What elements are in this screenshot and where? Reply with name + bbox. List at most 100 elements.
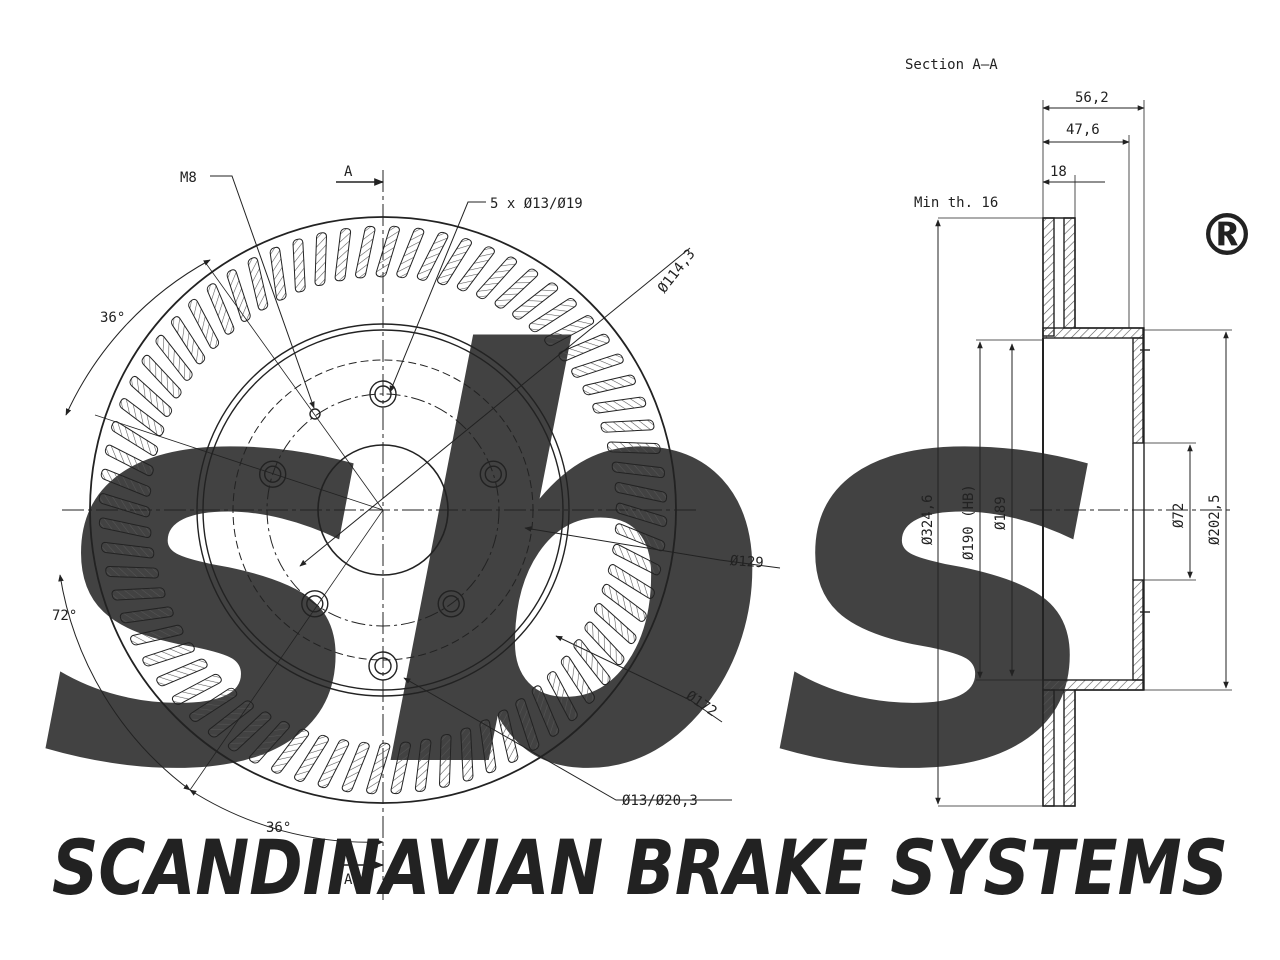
vent-slot — [456, 246, 495, 292]
dim-hat-depth: 47,6 — [1066, 122, 1100, 138]
vent-slot — [292, 238, 306, 293]
vent-slot — [334, 228, 352, 282]
vent-slot — [497, 709, 519, 763]
outer-plate-lower — [1042, 689, 1055, 807]
locating-hole-inner — [374, 657, 392, 675]
bolt-hole-inner — [374, 385, 392, 403]
angle-arc-left — [58, 574, 191, 791]
center-bore — [317, 444, 449, 576]
bolt-hole-inner — [264, 465, 282, 483]
vent-slot — [207, 700, 254, 738]
vent-slot — [479, 719, 497, 774]
vent-slot — [612, 543, 662, 576]
bolt-hole-outer — [437, 590, 465, 618]
vent-slot — [189, 687, 238, 722]
vent-slot — [573, 639, 611, 686]
thread-label: M8 — [180, 170, 197, 186]
vent-slot — [614, 482, 668, 503]
vent-slot — [248, 720, 290, 764]
dim-overall-width: 56,2 — [1075, 90, 1109, 106]
vent-slot — [247, 257, 269, 311]
vent-slot — [105, 566, 160, 579]
vent-slot — [582, 374, 636, 396]
section-title: Section A–A — [905, 57, 998, 73]
vent-slot — [414, 738, 432, 792]
vent-slot — [355, 225, 376, 279]
bolt-hole-outer — [369, 380, 397, 408]
vent-slot — [600, 419, 655, 433]
angle-arc-bottom — [189, 789, 384, 846]
angle-ray-2 — [204, 261, 384, 511]
leader-bolt-pattern — [389, 201, 486, 393]
hub-face-upper — [1132, 337, 1144, 444]
vent-slot — [606, 441, 661, 454]
angle-label-left: 72° — [52, 608, 77, 624]
dia-hat-inner-label: Ø189 — [993, 496, 1009, 530]
min-thickness: Min th. 16 — [914, 195, 998, 211]
vent-slot — [437, 238, 472, 286]
vent-slot — [460, 727, 474, 782]
dim-vent-width: 18 — [1050, 164, 1067, 180]
leader-172 — [555, 635, 723, 723]
vent-slot — [439, 733, 452, 788]
inner-plate-upper — [1063, 217, 1076, 329]
bolt-hole-inner — [306, 595, 324, 613]
vent-slot — [607, 564, 655, 599]
vent-slot — [101, 541, 155, 559]
bolt-hole-inner — [442, 595, 460, 613]
dia-129-label: Ø129 — [729, 553, 764, 571]
vent-slot — [615, 502, 668, 527]
angle-label-bottom: 36° — [266, 820, 291, 836]
vent-slot — [269, 246, 287, 301]
vent-slot — [494, 268, 539, 309]
vent-slot — [593, 603, 637, 645]
bolt-hole-inner — [484, 465, 502, 483]
m8-thread-hole — [309, 408, 321, 420]
bolt-hole-outer — [259, 460, 287, 488]
section-view — [935, 100, 1232, 807]
vent-slot — [317, 739, 350, 789]
vent-slot — [528, 298, 577, 333]
logo-text: sbs — [40, 241, 1108, 893]
vent-slot — [111, 587, 166, 601]
vent-slot — [396, 227, 425, 279]
leader-hole — [403, 677, 732, 801]
outer-plate-upper — [1042, 217, 1055, 337]
locating-hole-outer — [368, 651, 398, 681]
hat-outer-circle — [202, 329, 564, 691]
brand-watermark: SCANDINAVIAN BRAKE SYSTEMS — [52, 823, 1228, 912]
vent-slot — [375, 225, 400, 278]
dia-hat-hb-label: Ø190 (HB) — [961, 484, 977, 560]
angle-ray-3 — [189, 509, 384, 791]
hole-label: Ø13/Ø20,3 — [622, 793, 698, 809]
vent-slot — [611, 461, 665, 479]
hat-wall-top — [1042, 327, 1144, 339]
vent-slot — [100, 468, 152, 497]
dia-bore-label: Ø72 — [1171, 503, 1187, 528]
section-marker-top: A — [344, 164, 353, 180]
vent-slot — [390, 741, 411, 795]
angle-label-upper: 36° — [100, 310, 125, 326]
leader-m8 — [210, 175, 315, 409]
front-view — [58, 170, 781, 900]
registered-mark: ® — [1198, 201, 1256, 269]
bolt-hole-outer — [301, 590, 329, 618]
vent-slot — [584, 621, 625, 666]
section-marker-bottom: A — [344, 872, 353, 888]
vent-slot — [104, 444, 154, 477]
hub-face-lower — [1132, 579, 1144, 681]
leader-pcd — [299, 247, 691, 567]
vent-slot — [416, 231, 449, 281]
vent-slot — [531, 685, 560, 737]
vent-slot — [601, 583, 647, 622]
inner-plate-lower — [1063, 689, 1076, 807]
vent-slot — [227, 711, 272, 752]
bolt-pattern-label: 5 x Ø13/Ø19 — [490, 196, 583, 212]
vent-slot — [558, 333, 610, 362]
vent-slot — [544, 315, 595, 347]
vent-slot — [546, 671, 578, 722]
vent-slot — [571, 353, 624, 378]
vent-slot — [476, 256, 518, 300]
hat-wall-bottom — [1042, 679, 1144, 691]
